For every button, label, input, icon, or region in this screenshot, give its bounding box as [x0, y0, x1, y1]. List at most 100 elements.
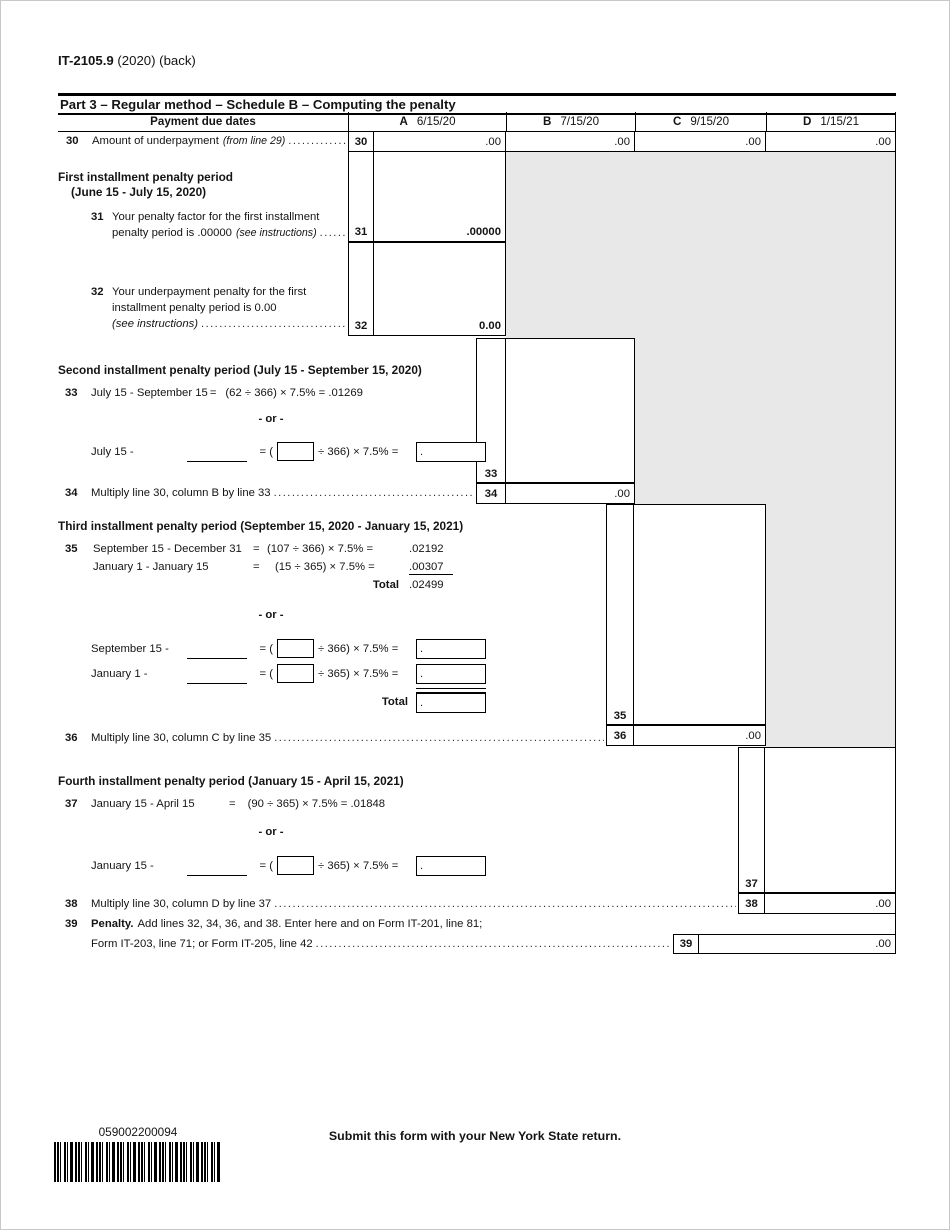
line32-text-row3: (see instructions) .....................…	[112, 318, 346, 330]
line36-row: 36 .00	[607, 726, 765, 745]
alt2-result-box[interactable]: .	[416, 638, 486, 659]
part3-title: Part 3 – Regular method – Schedule B – C…	[58, 93, 896, 115]
line30-amount-a[interactable]: .00	[374, 132, 506, 151]
submit-instruction: Submit this form with your New York Stat…	[328, 1129, 622, 1143]
dotted-leader: ........................................…	[201, 318, 346, 330]
column-c-date: 9/15/20	[690, 115, 730, 128]
alt3-divisor: ÷ 365) × 7.5% =	[318, 667, 399, 680]
dotted-leader: ........................................…	[273, 487, 474, 499]
barcode-number: 059002200094	[98, 1125, 178, 1139]
line32-text-row2: installment penalty period is 0.00	[112, 302, 277, 314]
line32-cell: 32 0.00	[349, 243, 505, 335]
first-installment-box: 31 .00000 32 0.00	[348, 152, 506, 336]
or-separator-2: - or -	[258, 609, 284, 621]
line36-amount[interactable]: .00	[745, 729, 761, 742]
line33-formula: (62 ÷ 366) × 7.5% = .01269	[225, 387, 363, 399]
line35-alt-formula-2: January 1 - = ( ÷ 365) × 7.5% = .	[91, 663, 486, 684]
line35-row2-value: .00307	[409, 561, 453, 575]
line39-text-row2: Form IT-203, line 71; or Form IT-205, li…	[91, 938, 671, 950]
line37-entry-cell[interactable]	[765, 748, 895, 892]
line38-number: 38	[65, 898, 78, 910]
alt4-blank-line[interactable]	[187, 859, 247, 876]
line30-grid: 30 .00 .00 .00 .00	[348, 132, 896, 152]
line36-label-row: 36 Multiply line 30, column C by line 35…	[65, 732, 604, 744]
alt1-blank-line[interactable]	[187, 445, 247, 462]
alt3-blank-line[interactable]	[187, 667, 247, 684]
alt4-days-box[interactable]	[277, 856, 314, 875]
payment-due-dates-header: Payment due dates A 6/15/20 B 7/15/20 C …	[58, 112, 896, 132]
line35-row1-label: September 15 - December 31	[93, 543, 242, 555]
line33-label: July 15 - September 15	[91, 387, 208, 399]
line35-alt-formula-1: September 15 - = ( ÷ 366) × 7.5% = .	[91, 638, 486, 659]
line30-note: (from line 29)	[222, 135, 286, 147]
line33-number: 33	[65, 387, 78, 399]
alt1-result-box[interactable]: .	[416, 441, 486, 462]
column-c-header: C 9/15/20	[635, 112, 766, 131]
line30-amount-c[interactable]: .00	[635, 132, 766, 151]
line33-box-number: 33	[477, 339, 506, 482]
alt4-equals: = (	[259, 859, 274, 872]
line39-number: 39	[65, 918, 78, 930]
shaded-area-d	[766, 504, 896, 747]
line37-formula: (90 ÷ 365) × 7.5% = .01848	[247, 798, 386, 810]
line36-box-number: 36	[607, 726, 634, 745]
dotted-leader: ........................................…	[274, 732, 604, 744]
column-b-letter: B	[542, 115, 552, 128]
line39-bold-label: Penalty.	[91, 918, 134, 930]
line34-amount[interactable]: .00	[614, 487, 630, 500]
line38-amount[interactable]: .00	[875, 897, 891, 910]
alt4-divisor: ÷ 365) × 7.5% =	[318, 859, 399, 872]
line32-text-row1: 32 Your underpayment penalty for the fir…	[91, 286, 306, 298]
alt-total-box[interactable]: .	[416, 693, 486, 713]
line32-note: (see instructions)	[112, 318, 199, 330]
line35-total-row: Total .02499	[65, 579, 457, 591]
line38-label-row: 38 Multiply line 30, column D by line 37…	[65, 898, 736, 910]
alt3-days-box[interactable]	[277, 664, 314, 683]
shaded-area-bcd	[506, 152, 896, 338]
line30-amount-b[interactable]: .00	[506, 132, 635, 151]
line35-entry-cell[interactable]	[634, 505, 765, 724]
line37-label: January 15 - April 15	[91, 798, 195, 810]
alt2-blank-line[interactable]	[187, 642, 247, 659]
line30-amount-d[interactable]: .00	[766, 132, 896, 151]
line33-equals: =	[209, 387, 217, 399]
line34-number: 34	[65, 487, 78, 499]
line31-text2: penalty period is .00000	[112, 227, 232, 239]
alt3-result-box[interactable]: .	[416, 663, 486, 684]
alt1-prefix: July 15 -	[91, 445, 134, 458]
alt1-days-box[interactable]	[277, 442, 314, 461]
line39-text2: Form IT-203, line 71; or Form IT-205, li…	[91, 938, 313, 950]
line35-row: 35	[607, 505, 765, 726]
line33-entry-cell[interactable]	[506, 339, 634, 482]
line39-amount[interactable]: .00	[698, 934, 896, 954]
line35-total-label: Total	[372, 579, 399, 591]
line34-label-row: 34 Multiply line 30, column B by line 33…	[65, 487, 474, 499]
alt2-days-box[interactable]	[277, 639, 314, 658]
alt1-equals: = (	[259, 445, 274, 458]
line37-box-number: 37	[739, 748, 765, 892]
alt2-prefix: September 15 -	[91, 642, 169, 655]
alt3-result-dot: .	[420, 667, 424, 680]
line38-row: 38 .00	[739, 894, 895, 913]
line37-alt-formula: January 15 - = ( ÷ 365) × 7.5% = .	[91, 855, 486, 876]
line31-number: 31	[91, 211, 104, 223]
third-installment-box: 35 36 .00	[606, 504, 766, 746]
line31-note: (see instructions)	[235, 227, 317, 239]
line32-number: 32	[91, 286, 104, 298]
alt3-equals: = (	[259, 667, 274, 680]
or-separator-1: - or -	[258, 413, 284, 425]
dotted-leader: ........................................…	[288, 135, 346, 147]
line35-row1-equals: =	[253, 543, 260, 555]
line38-label: Multiply line 30, column D by line 37	[91, 898, 272, 910]
column-d-letter: D	[802, 115, 812, 128]
alt2-equals: = (	[259, 642, 274, 655]
line35-calc-row1: 35 September 15 - December 31 = (107 ÷ 3…	[65, 543, 457, 555]
line33-row: 33	[477, 339, 634, 484]
line35-row2-label: January 1 - January 15	[93, 561, 209, 573]
alt4-prefix: January 15 -	[91, 859, 154, 872]
line33-alt-formula: July 15 - = ( ÷ 366) × 7.5% = .	[91, 441, 486, 462]
alt4-result-box[interactable]: .	[416, 855, 486, 876]
line33-formula-row: 33 July 15 - September 15 = (62 ÷ 366) ×…	[65, 387, 363, 399]
alt2-divisor: ÷ 366) × 7.5% =	[318, 642, 399, 655]
line39-box-number: 39	[673, 934, 699, 954]
